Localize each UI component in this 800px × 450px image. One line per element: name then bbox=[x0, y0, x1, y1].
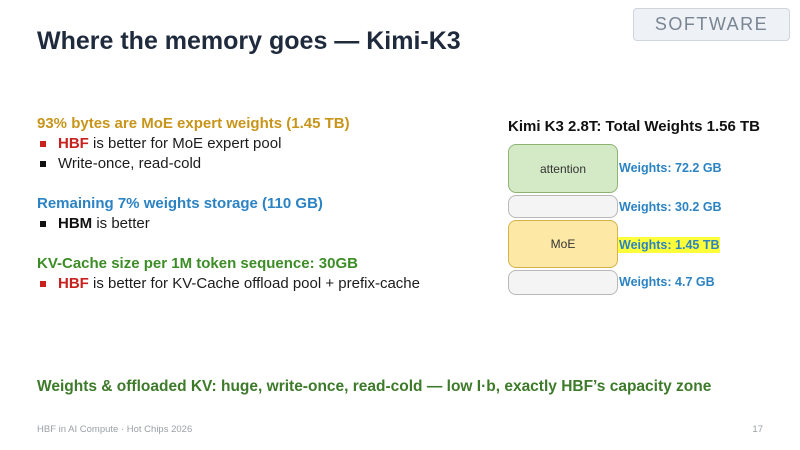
bullet-text: Write-once, read-cold bbox=[58, 155, 202, 172]
bullet-item: HBF is better for KV-Cache offload pool … bbox=[37, 274, 477, 294]
square-bullet-icon bbox=[40, 281, 46, 287]
moe-block: MoE bbox=[508, 220, 618, 268]
bullet-item: HBM is better bbox=[37, 214, 477, 234]
weights-label-attention: Weights: 72.2 GB bbox=[619, 161, 722, 175]
weights-label-small: Weights: 30.2 GB bbox=[619, 200, 722, 214]
bullet-item: HBF is better for MoE expert pool bbox=[37, 134, 477, 154]
content-left: 93% bytes are MoE expert weights (1.45 T… bbox=[37, 114, 477, 294]
small-weights-block bbox=[508, 195, 618, 218]
keyword-hbm: HBM bbox=[58, 215, 93, 232]
weights-label-moe: Weights: 1.45 TB bbox=[618, 237, 721, 253]
bullet-item: Write-once, read-cold bbox=[37, 154, 477, 174]
bullet-text: is better for KV-Cache offload pool + pr… bbox=[88, 275, 420, 292]
small-weights-block bbox=[508, 270, 618, 295]
takeaway-text: Weights & offloaded KV: huge, write-once… bbox=[37, 378, 712, 395]
keyword-hbf: HBF bbox=[58, 275, 89, 292]
square-bullet-icon bbox=[40, 161, 46, 167]
slide-title: Where the memory goes — Kimi-K3 bbox=[37, 27, 461, 55]
bullet-text: is better bbox=[92, 215, 150, 232]
weights-label-small: Weights: 4.7 GB bbox=[619, 275, 715, 289]
square-bullet-icon bbox=[40, 141, 46, 147]
section-badge: SOFTWARE bbox=[633, 8, 790, 41]
section-heading-moe: 93% bytes are MoE expert weights (1.45 T… bbox=[37, 115, 350, 132]
section-heading-kv-cache: KV-Cache size per 1M token sequence: 30G… bbox=[37, 255, 358, 272]
bullet-text: is better for MoE expert pool bbox=[88, 135, 282, 152]
section-heading-remaining: Remaining 7% weights storage (110 GB) bbox=[37, 195, 323, 212]
diagram-title: Kimi K3 2.8T: Total Weights 1.56 TB bbox=[508, 118, 760, 135]
keyword-hbf: HBF bbox=[58, 135, 89, 152]
page-number: 17 bbox=[752, 424, 763, 435]
attention-block: attention bbox=[508, 144, 618, 193]
footer-text: HBF in AI Compute · Hot Chips 2026 bbox=[37, 424, 193, 435]
square-bullet-icon bbox=[40, 221, 46, 227]
